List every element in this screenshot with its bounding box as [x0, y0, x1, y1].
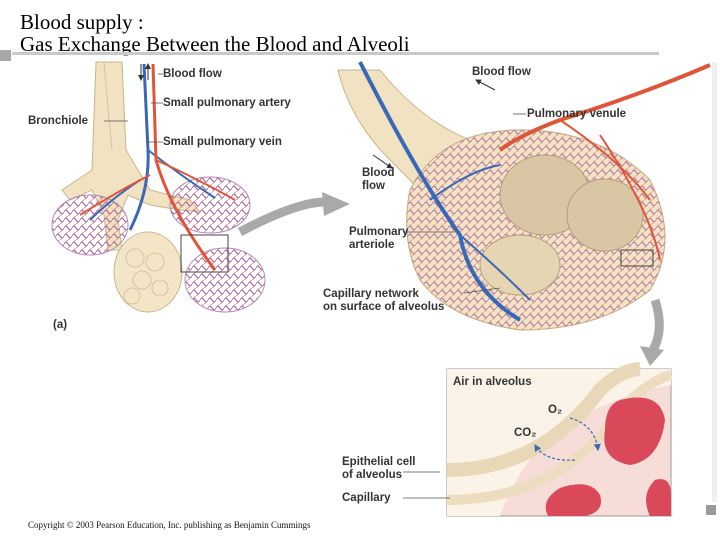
- zoom-box: [180, 234, 229, 273]
- callout-arrowhead-ab: [322, 192, 350, 216]
- alveolar-sacs: [51, 176, 266, 313]
- divider-block: [0, 50, 11, 61]
- label-co2: CO₂: [514, 427, 537, 439]
- label-air-in-alveolus: Air in alveolus: [453, 376, 532, 388]
- zoom-box-b: [620, 249, 654, 267]
- label-blood-flow-c-2: flow: [362, 180, 385, 192]
- label-capillary: Capillary: [342, 492, 391, 504]
- flow-arrow-arteriole: [372, 154, 393, 169]
- label-small-pulmonary-artery: Small pulmonary artery: [163, 97, 291, 109]
- label-epithelial-cell-1: Epithelial cell: [342, 456, 416, 468]
- vessels-panel-a: [79, 63, 236, 271]
- label-blood-flow-c-1: Blood: [362, 167, 395, 179]
- o2-diffusion-arrow: [569, 417, 601, 452]
- label-pulmonary-arteriole-2: arteriole: [349, 239, 395, 251]
- vessels-panel-b: [358, 61, 711, 322]
- corner-block: [706, 505, 716, 515]
- label-capillary-network-1: Capillary network: [323, 288, 419, 300]
- label-blood-flow-b: Blood flow: [472, 66, 531, 78]
- title-divider: [12, 52, 659, 55]
- label-small-pulmonary-vein: Small pulmonary vein: [163, 136, 282, 148]
- label-pulmonary-arteriole-1: Pulmonary: [349, 226, 409, 238]
- copyright-text: Copyright © 2003 Pearson Education, Inc.…: [28, 520, 311, 530]
- page-title-line1: Blood supply :: [20, 10, 144, 34]
- label-blood-flow-a: Blood flow: [163, 68, 222, 80]
- label-capillary-network-2: on surface of alveolus: [323, 301, 445, 313]
- callout-arrow-bc: [648, 298, 664, 355]
- co2-diffusion-arrow: [534, 443, 576, 461]
- gas-exchange-detail: [446, 362, 673, 517]
- right-edge-bar: [712, 62, 717, 502]
- label-pulmonary-venule: Pulmonary venule: [527, 108, 627, 120]
- flow-arrow-venule: [475, 79, 496, 91]
- callout-arrowhead-bc: [640, 346, 664, 366]
- alveolus-enlarged: [337, 69, 666, 331]
- label-bronchiole: Bronchiole: [28, 115, 89, 127]
- leader-lines: [104, 73, 526, 499]
- label-panel-a: (a): [53, 319, 68, 331]
- page-title-line2: Gas Exchange Between the Blood and Alveo…: [20, 32, 410, 56]
- label-o2: O₂: [548, 404, 563, 416]
- callout-arrow-ab: [237, 197, 331, 236]
- label-epithelial-cell-2: of alveolus: [342, 469, 403, 481]
